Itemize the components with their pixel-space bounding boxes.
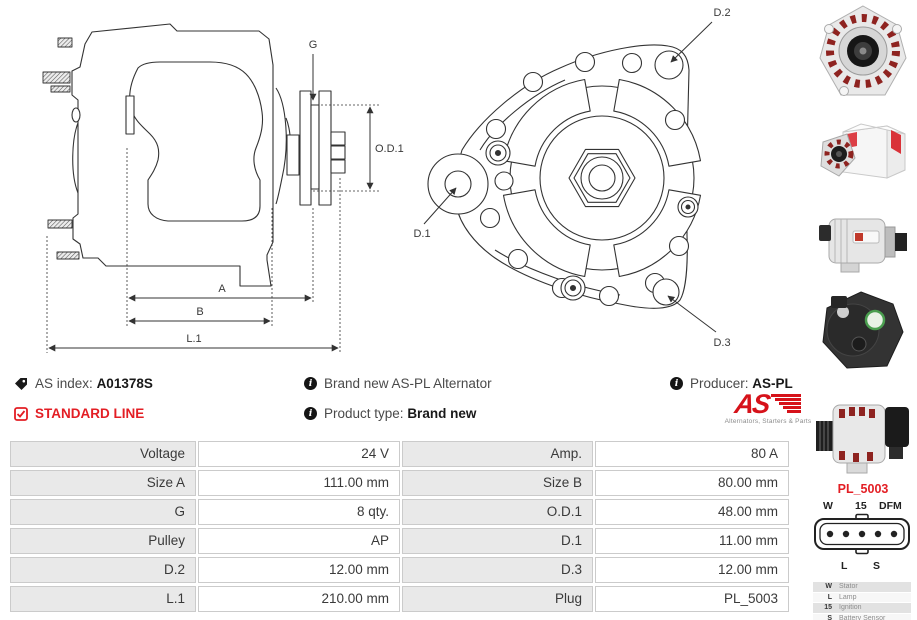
plug-pin-l: L	[841, 560, 848, 572]
spec-value: 11.00 mm	[595, 528, 789, 554]
as-index: AS index: A01378S	[14, 376, 153, 391]
plug-legend-row: L Lamp	[813, 592, 911, 602]
spec-value: PL_5003	[595, 586, 789, 612]
as-pl-logo: AS Alternators, Starters & Parts	[722, 389, 814, 425]
standard-line: STANDARD LINE	[14, 406, 144, 421]
info-icon: i	[670, 377, 683, 390]
spec-value: 111.00 mm	[198, 470, 400, 496]
plug-pin-w: W	[823, 500, 833, 512]
spec-value: 12.00 mm	[595, 557, 789, 583]
spec-value: 48.00 mm	[595, 499, 789, 525]
spec-label: Size B	[402, 470, 593, 496]
dimension-label-g: G	[309, 39, 318, 51]
as-index-label: AS index:	[35, 376, 93, 391]
spec-label: D.2	[10, 557, 196, 583]
info-icon: i	[304, 377, 317, 390]
plug-connector-drawing	[814, 513, 910, 555]
spec-label: Amp.	[402, 441, 593, 467]
product-photo-side[interactable]	[813, 193, 913, 285]
spec-table: Voltage 24 V Amp. 80 A Size A 111.00 mm …	[10, 441, 789, 612]
side-view-drawing: G O.D.1 A B L.1	[42, 23, 404, 353]
plug-bottom-pin-labels: L S	[813, 560, 913, 573]
spec-value: 80 A	[595, 441, 789, 467]
product-photo-rear[interactable]	[813, 288, 913, 374]
plug-pin-dfm: DFM	[879, 500, 902, 512]
tag-icon	[15, 377, 27, 390]
plug-pin-15: 15	[855, 500, 867, 512]
producer-value: AS-PL	[752, 376, 793, 391]
brand-new-note: i Brand new AS-PL Alternator	[304, 376, 492, 391]
legend-pin: 15	[824, 604, 832, 611]
checkbox-checked-icon	[14, 406, 28, 421]
spec-label: Voltage	[10, 441, 196, 467]
spec-value: 24 V	[198, 441, 400, 467]
spec-value: 80.00 mm	[595, 470, 789, 496]
info-icon: i	[304, 407, 317, 420]
product-type: i Product type: Brand new	[304, 406, 476, 421]
legend-desc: Ignition	[839, 604, 862, 611]
product-info: AS index: A01378S i Brand new AS-PL Alte…	[10, 372, 811, 436]
spec-label: D.1	[402, 528, 593, 554]
as-index-value: A01378S	[96, 376, 153, 391]
spec-label: O.D.1	[402, 499, 593, 525]
dimension-label-d2: D.2	[713, 7, 730, 19]
product-photo-side-pulley[interactable]	[813, 377, 913, 477]
dimension-label-l1: L.1	[186, 333, 201, 345]
spec-label: Pulley	[10, 528, 196, 554]
spec-value: 12.00 mm	[198, 557, 400, 583]
product-photo-gallery	[813, 3, 913, 477]
front-view-drawing: D.2 D.1 D.3	[413, 7, 730, 349]
legend-desc: Stator	[839, 583, 858, 590]
spec-label: Size A	[10, 470, 196, 496]
dimension-label-b: B	[196, 306, 203, 318]
product-photo-front[interactable]	[813, 3, 913, 103]
dimension-label-d1: D.1	[413, 228, 430, 240]
producer: i Producer: AS-PL	[670, 376, 793, 391]
plug-legend: W Stator L Lamp 15 Ignition S Battery Se…	[813, 582, 911, 620]
plug-pin-s: S	[873, 560, 881, 572]
plug-diagram: PL_5003 W 15 DFM L S W Stator	[813, 482, 913, 620]
spec-value: AP	[198, 528, 400, 554]
plug-name: PL_5003	[837, 482, 889, 496]
producer-label: Producer:	[690, 376, 749, 391]
dimension-label-a: A	[218, 283, 226, 295]
plug-top-pin-labels: W 15 DFM	[813, 500, 913, 513]
legend-desc: Lamp	[839, 593, 857, 601]
spec-label: Plug	[402, 586, 593, 612]
spec-label: D.3	[402, 557, 593, 583]
as-pl-logo-stripes	[770, 392, 801, 414]
legend-pin: L	[827, 593, 832, 601]
spec-value: 210.00 mm	[198, 586, 400, 612]
as-pl-logo-text: AS	[733, 389, 771, 419]
legend-pin: S	[827, 614, 832, 620]
as-pl-logo-tagline: Alternators, Starters & Parts	[724, 418, 812, 425]
spec-value: 8 qty.	[198, 499, 400, 525]
legend-pin: W	[825, 583, 832, 590]
dimension-label-d3: D.3	[713, 337, 730, 349]
standard-line-label: STANDARD LINE	[35, 406, 145, 421]
spec-label: L.1	[10, 586, 196, 612]
plug-legend-row: 15 Ignition	[813, 603, 911, 613]
plug-legend-row: W Stator	[813, 582, 911, 592]
product-photo-box[interactable]	[813, 106, 913, 190]
product-type-label: Product type:	[324, 406, 404, 421]
dimension-label-od1: O.D.1	[375, 143, 404, 155]
product-type-value: Brand new	[407, 406, 477, 421]
plug-legend-row: S Battery Sensor	[813, 613, 911, 620]
spec-label: G	[10, 499, 196, 525]
brand-new-text: Brand new AS-PL Alternator	[324, 376, 492, 391]
legend-desc: Battery Sensor	[839, 614, 886, 620]
